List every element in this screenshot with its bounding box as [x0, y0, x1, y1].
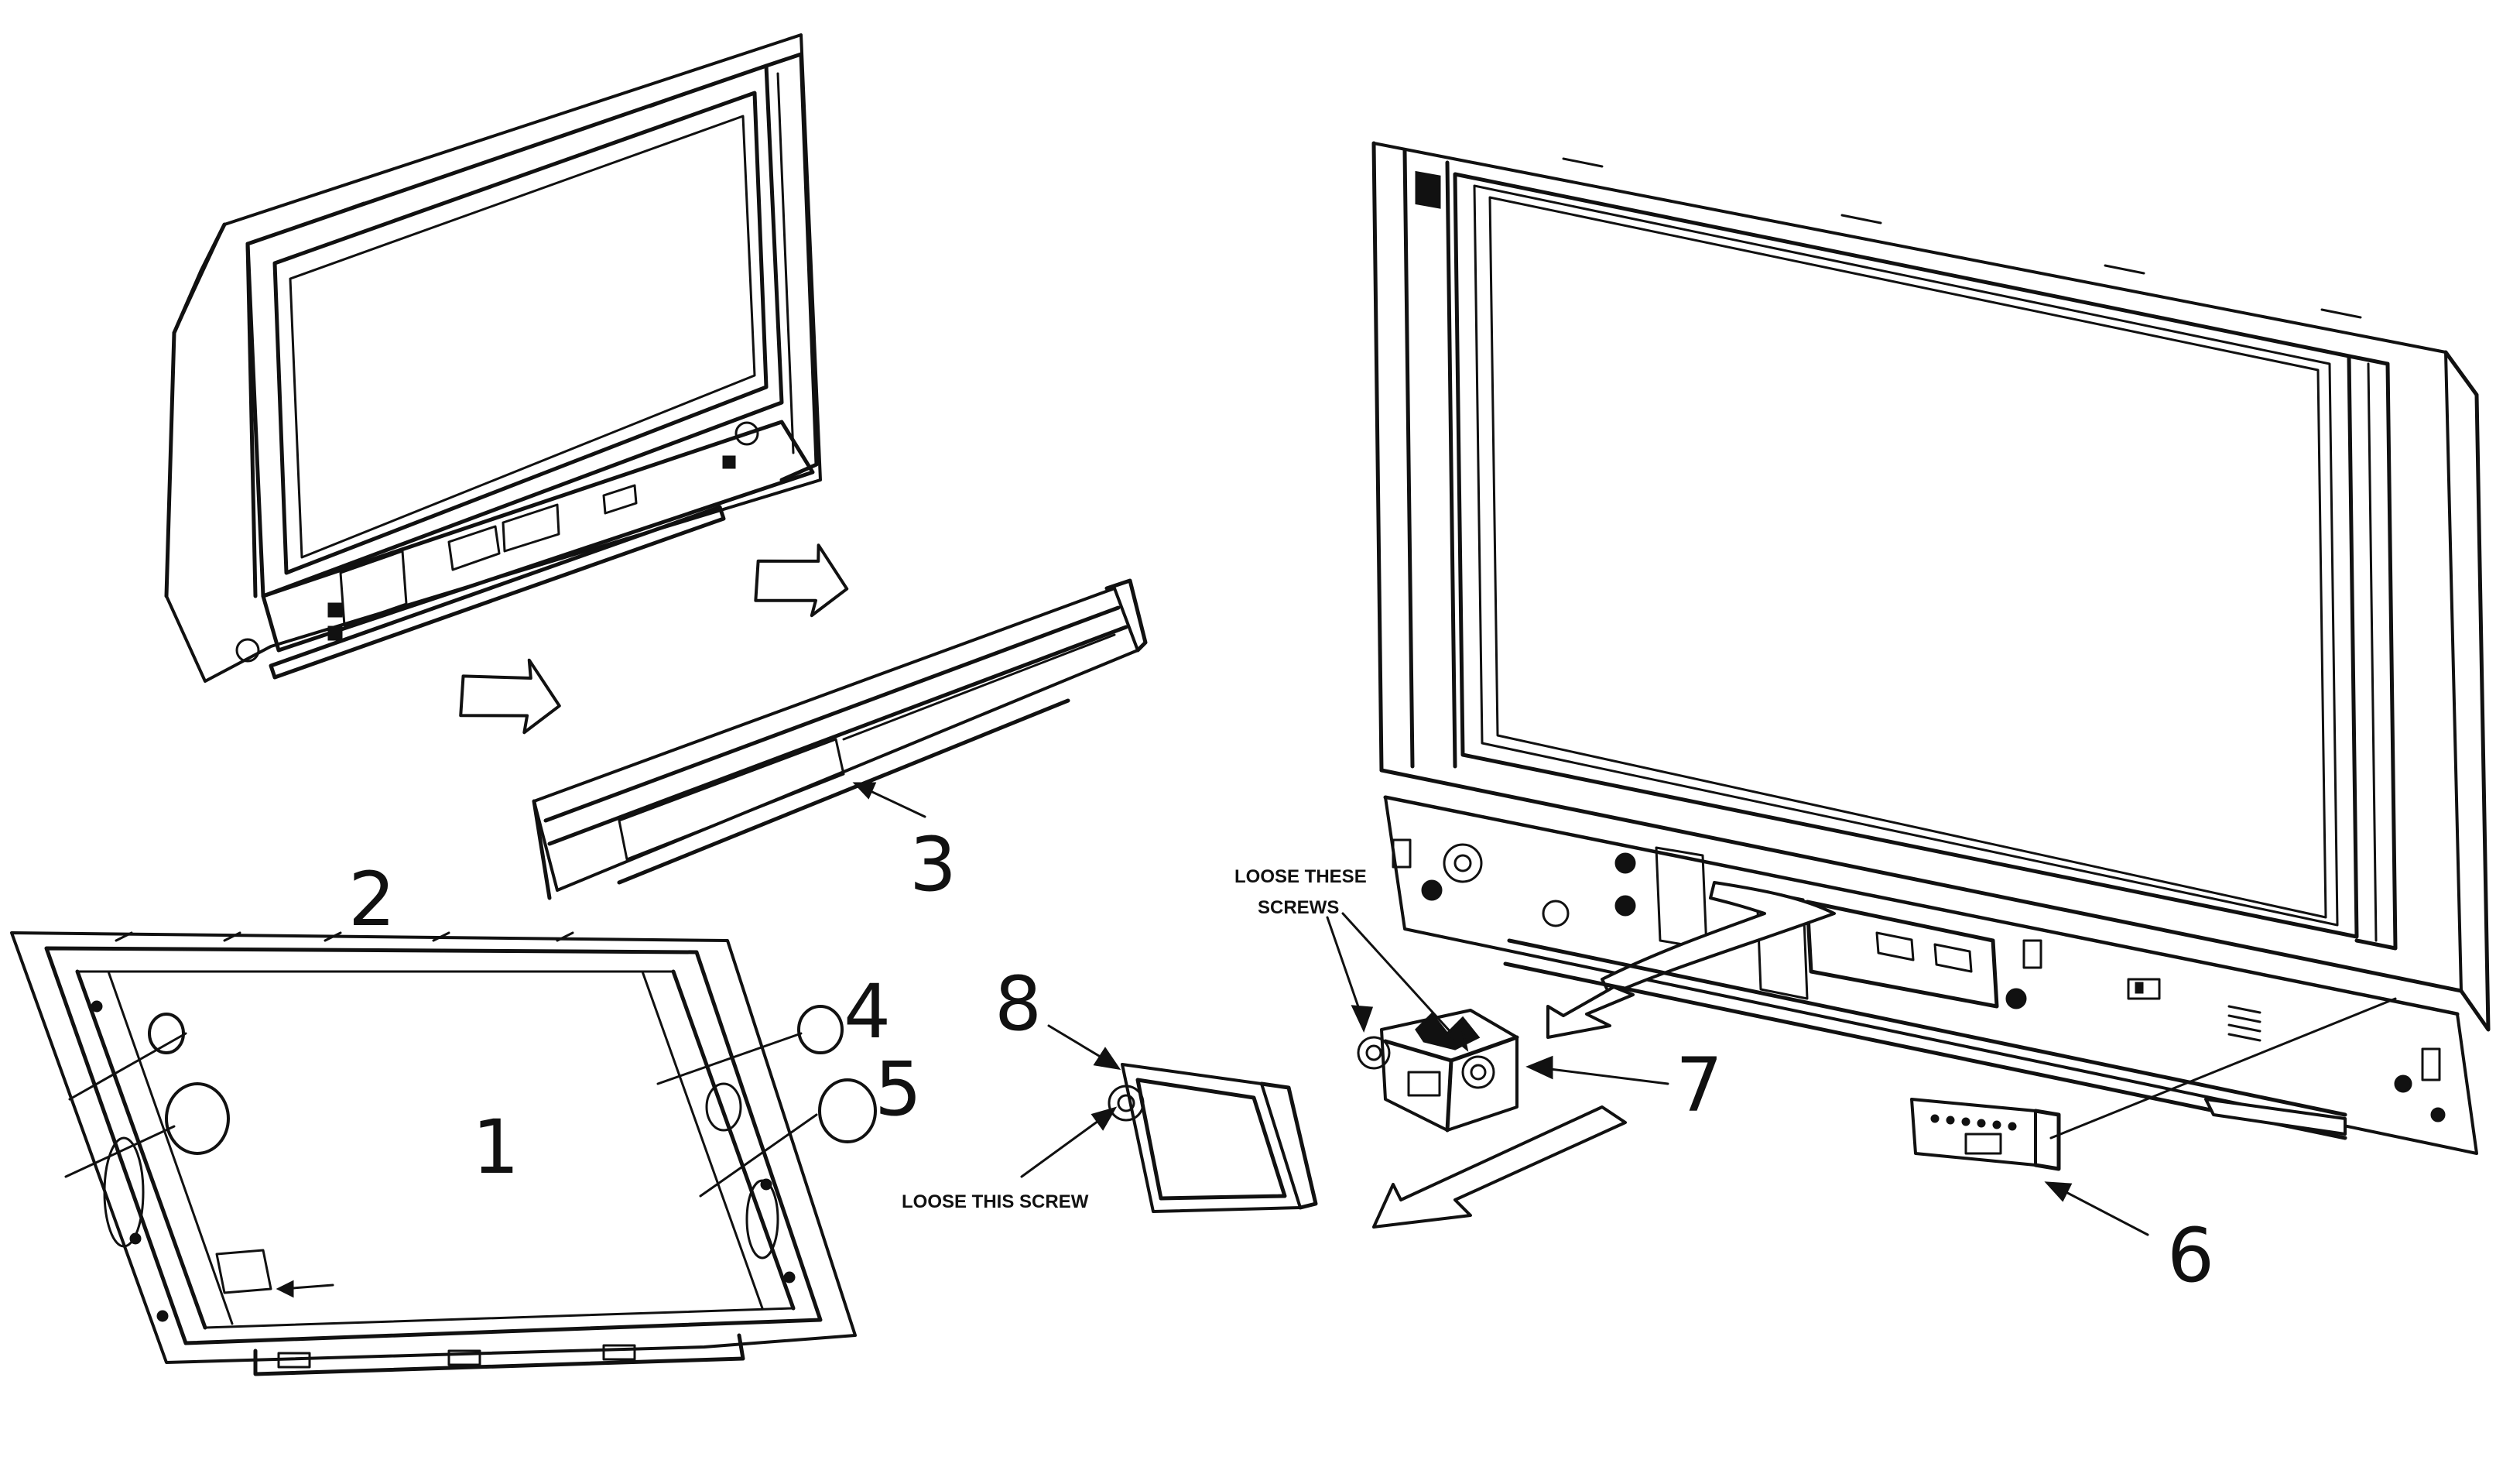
note-loose-this-screw: LOOSE THIS SCREW [902, 1191, 1089, 1212]
callout-3: 3 [909, 821, 957, 908]
callout-7: 7 [1676, 1042, 1723, 1129]
slide-arrow-down-left-upper [1546, 985, 1635, 1039]
callout-4: 4 [844, 968, 891, 1055]
fan-module-part-7 [1357, 1009, 1669, 1133]
board-part-6 [1910, 997, 2397, 1236]
callout-5: 5 [875, 1046, 922, 1133]
note-loose-these-line2: SCREWS [1258, 897, 1339, 918]
callout-8: 8 [995, 961, 1042, 1047]
slide-arrow-right-lower [459, 658, 561, 735]
loose-screws-arrows [1326, 912, 1469, 1052]
rear-frame-part-1 [10, 931, 877, 1376]
front-trim-strip-part-3 [532, 578, 1148, 900]
panel-part-8 [1020, 1024, 1318, 1213]
callout-2: 2 [348, 856, 395, 943]
callout-1: 1 [472, 1104, 519, 1191]
tv-front-assembly-upper-left [164, 33, 822, 683]
tv-main-assembly-right [1371, 141, 2491, 1155]
slide-arrow-right-upper [754, 543, 849, 618]
slide-arrow-down-left-lower [1372, 1105, 1627, 1229]
callout-6: 6 [2167, 1212, 2214, 1299]
note-loose-these-line1: LOOSE THESE [1234, 866, 1367, 887]
